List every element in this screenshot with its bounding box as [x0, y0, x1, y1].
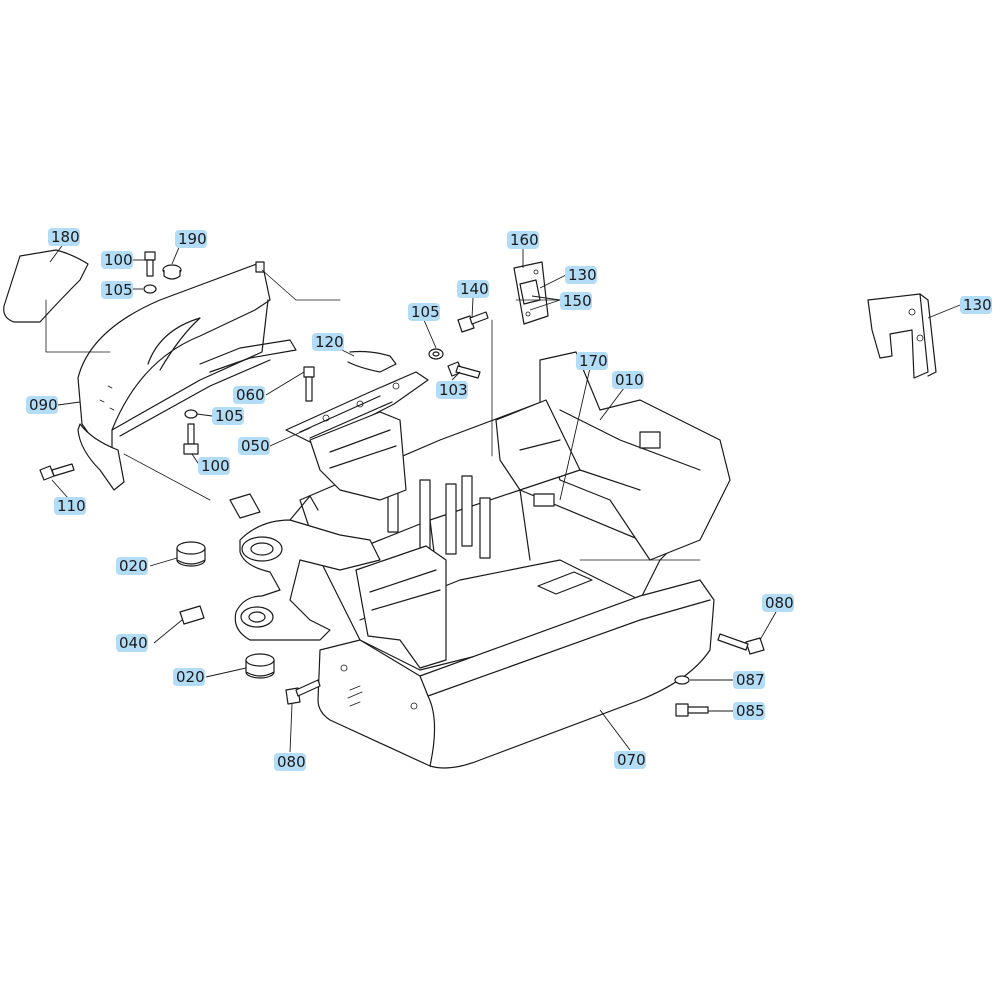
callout-110[interactable]: 110	[54, 497, 86, 515]
part-070-counterweight	[317, 579, 715, 769]
callout-100[interactable]: 100	[198, 457, 230, 475]
part-010-main-frame	[299, 351, 731, 671]
part-100-bolt-upper	[144, 251, 156, 277]
callout-010[interactable]: 010	[612, 371, 644, 389]
callout-105[interactable]: 105	[408, 303, 440, 321]
svg-text:040: 040	[119, 634, 148, 652]
svg-text:050: 050	[241, 437, 270, 455]
callout-140[interactable]: 140	[457, 280, 489, 298]
part-020-bushing-lower	[245, 653, 275, 679]
part-100-bolt-lower	[183, 423, 199, 455]
callout-105[interactable]: 105	[101, 281, 133, 299]
callout-060[interactable]: 060	[233, 386, 265, 404]
guide-lines	[45, 269, 701, 561]
svg-text:020: 020	[176, 668, 205, 686]
callout-120[interactable]: 120	[312, 333, 344, 351]
part-020-bushing-upper	[176, 541, 206, 567]
part-080-bolt-left	[285, 679, 321, 705]
callout-085[interactable]: 085	[733, 702, 765, 720]
svg-text:100: 100	[104, 251, 133, 269]
part-130-plate-right	[867, 293, 937, 379]
svg-text:085: 085	[736, 702, 765, 720]
part-180-cover-plate	[3, 249, 89, 323]
callout-050[interactable]: 050	[238, 437, 270, 455]
svg-text:105: 105	[411, 303, 440, 321]
part-050-mounting-plate	[285, 371, 429, 447]
callout-150[interactable]: 150	[560, 292, 592, 310]
callout-103[interactable]: 103	[436, 381, 468, 399]
part-090-fender-panel	[77, 261, 297, 491]
svg-text:100: 100	[201, 457, 230, 475]
part-105-washer-mid	[428, 348, 444, 360]
part-080-bolt-right	[717, 633, 765, 655]
svg-text:110: 110	[57, 497, 86, 515]
part-190-plug	[162, 264, 182, 280]
part-087-washer	[674, 675, 690, 685]
svg-text:180: 180	[51, 228, 80, 246]
svg-text:170: 170	[579, 352, 608, 370]
callout-180[interactable]: 180	[48, 228, 80, 246]
callout-040[interactable]: 040	[116, 634, 148, 652]
svg-text:080: 080	[765, 594, 794, 612]
svg-text:150: 150	[563, 292, 592, 310]
svg-text:087: 087	[736, 671, 765, 689]
svg-text:130: 130	[568, 266, 597, 284]
part-105-washer-upper	[143, 284, 157, 294]
callout-130[interactable]: 130	[565, 266, 597, 284]
svg-text:105: 105	[215, 407, 244, 425]
bracket-left	[229, 493, 261, 519]
callout-020[interactable]: 020	[173, 668, 205, 686]
callout-020[interactable]: 020	[116, 557, 148, 575]
part-060-bolt	[303, 366, 315, 402]
callout-070[interactable]: 070	[614, 751, 646, 769]
callout-087[interactable]: 087	[733, 671, 765, 689]
svg-text:060: 060	[236, 386, 265, 404]
callout-080[interactable]: 080	[762, 594, 794, 612]
part-085-bolt	[675, 703, 709, 717]
svg-text:020: 020	[119, 557, 148, 575]
callouts: 180 190 100 105 090 105 100 110 160 130 …	[26, 228, 992, 771]
callout-105[interactable]: 105	[212, 407, 244, 425]
callout-130[interactable]: 130	[960, 296, 992, 314]
svg-text:010: 010	[615, 371, 644, 389]
callout-170[interactable]: 170	[576, 352, 608, 370]
part-105-washer-lower	[184, 409, 198, 419]
part-040-swing-bracket	[179, 495, 381, 641]
svg-text:070: 070	[617, 751, 646, 769]
callout-100[interactable]: 100	[101, 251, 133, 269]
svg-text:090: 090	[29, 396, 58, 414]
svg-text:130: 130	[963, 296, 992, 314]
callout-160[interactable]: 160	[507, 231, 539, 249]
svg-text:103: 103	[439, 381, 468, 399]
svg-text:160: 160	[510, 231, 539, 249]
callout-090[interactable]: 090	[26, 396, 58, 414]
part-160-bracket-assembly	[513, 261, 549, 325]
svg-text:190: 190	[178, 230, 207, 248]
callout-080[interactable]: 080	[274, 753, 306, 771]
svg-text:080: 080	[277, 753, 306, 771]
svg-text:140: 140	[460, 280, 489, 298]
part-120-harness	[347, 350, 397, 373]
svg-text:105: 105	[104, 281, 133, 299]
callout-190[interactable]: 190	[175, 230, 207, 248]
svg-text:120: 120	[315, 333, 344, 351]
part-110-bolt	[39, 463, 75, 481]
part-140-bolt	[457, 311, 489, 333]
part-103-bolt	[447, 361, 481, 379]
